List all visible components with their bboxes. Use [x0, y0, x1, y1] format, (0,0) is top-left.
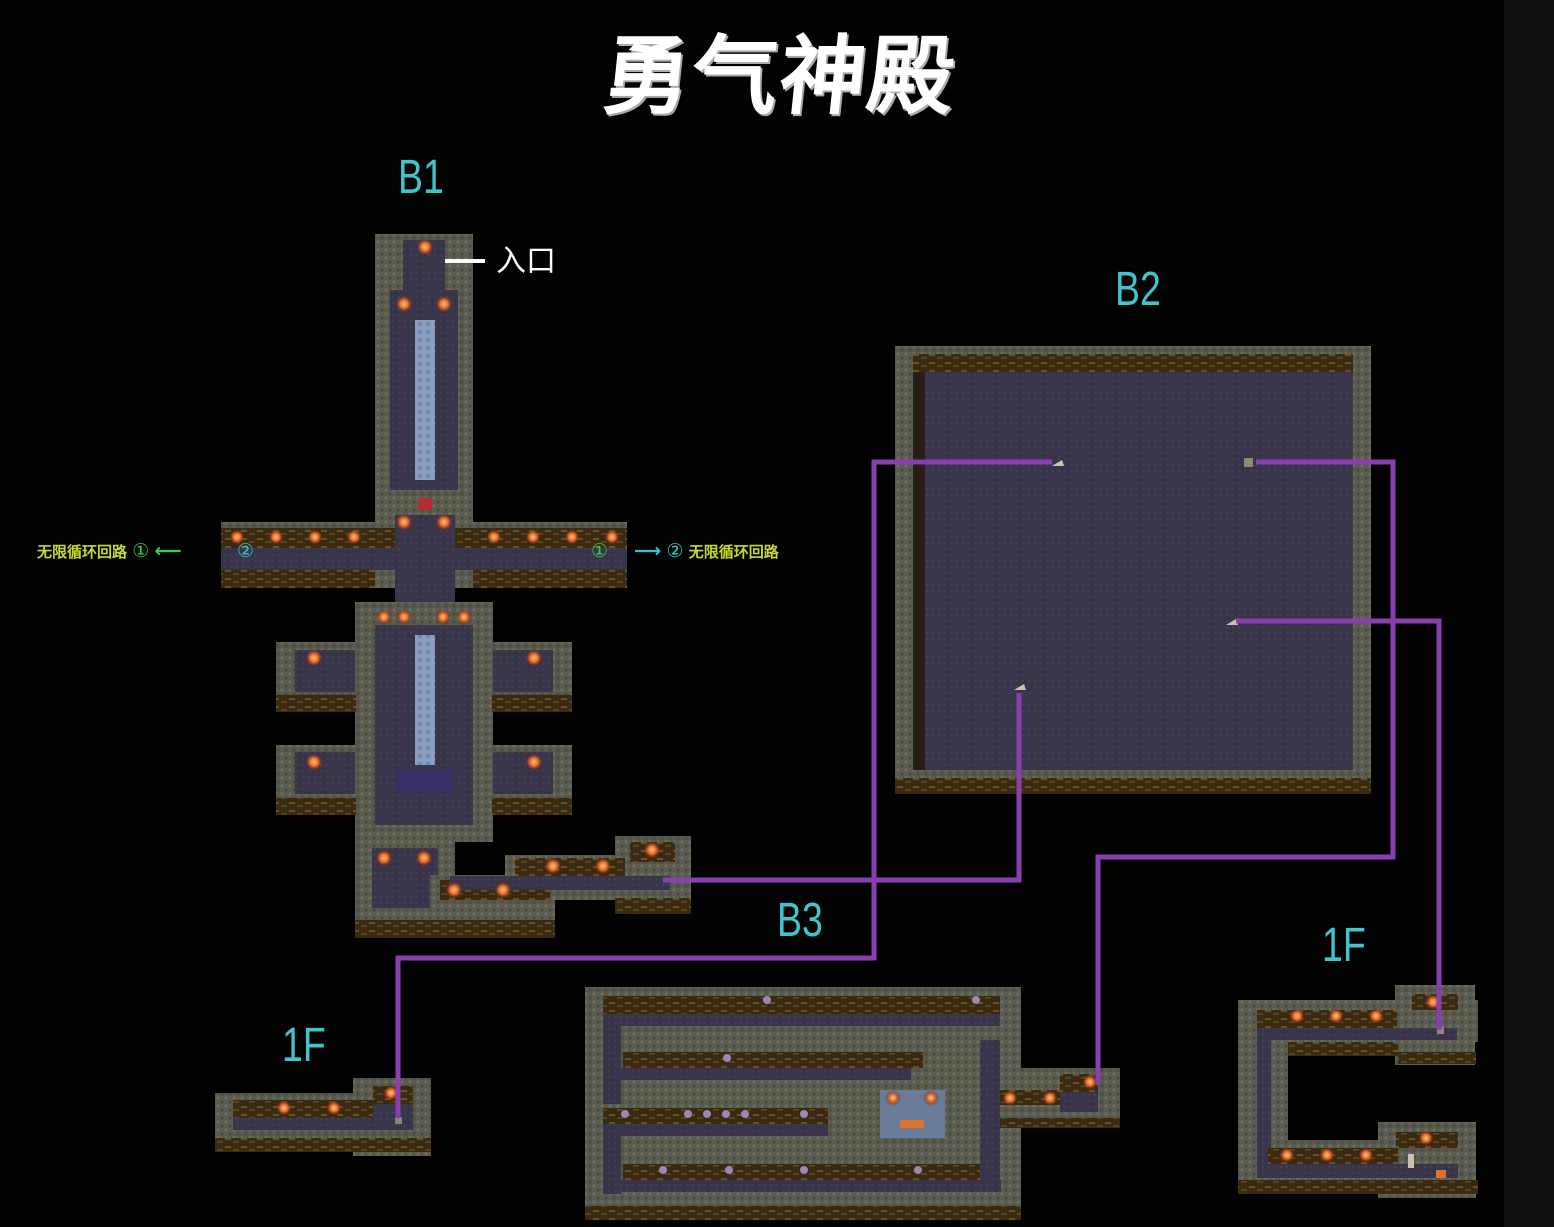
- floor-b3-map: [585, 987, 1120, 1220]
- loop-note-left: 无限循环回路 ① ⟵: [37, 541, 182, 562]
- corridor-marker-2-left: ②: [237, 540, 255, 562]
- floor-b2-map: [895, 346, 1371, 794]
- connector-b2-to-b3: [1095, 459, 1396, 1085]
- floor-1f-right-map: [1238, 985, 1478, 1198]
- connector-b1-to-b2: [663, 693, 1022, 883]
- connector-b2-to-1f-left: [395, 459, 1052, 1118]
- marker-1-left: ①: [132, 540, 150, 562]
- floor-1f-left-map: [215, 1078, 431, 1156]
- floor-b1-map: [221, 234, 691, 938]
- entrance-pointer-line: [445, 259, 485, 263]
- scrollbar-gutter: [1504, 0, 1554, 1227]
- connector-b2-to-1f-right: [1236, 618, 1442, 1030]
- floor-label-1f-left: 1F: [282, 1019, 326, 1072]
- marker-2-right: ②: [666, 540, 684, 562]
- floor-label-b1: B1: [398, 151, 444, 204]
- stair-connectors: [395, 459, 1442, 1118]
- entrance-label: 入口: [496, 244, 556, 279]
- corridor-marker-1-right: ①: [591, 540, 609, 562]
- floor-label-b3: B3: [777, 894, 823, 947]
- loop-text-left: 无限循环回路: [37, 543, 128, 561]
- arrow-left-icon: ⟵: [154, 540, 182, 562]
- floor-label-1f-right: 1F: [1322, 919, 1366, 972]
- loop-note-right: ⟶ ② 无限循环回路: [634, 541, 779, 562]
- arrow-right-icon: ⟶: [634, 540, 662, 562]
- loop-text-right: 无限循环回路: [688, 543, 779, 561]
- floor-label-b2: B2: [1115, 263, 1161, 316]
